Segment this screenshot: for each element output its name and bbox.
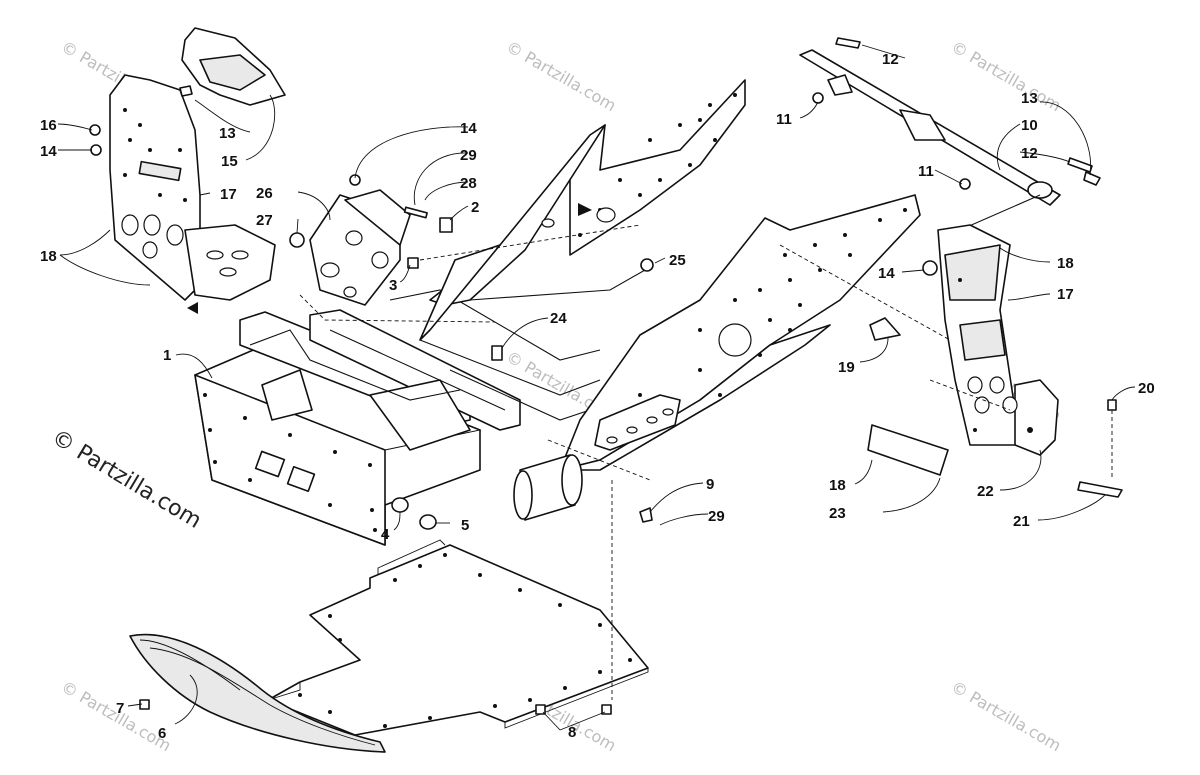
left-upper-cover <box>181 27 286 106</box>
callout-3: 3 <box>389 277 397 294</box>
right-side-rail <box>513 194 921 521</box>
callout-13b: 13 <box>1021 90 1038 107</box>
callout-17a: 17 <box>220 186 237 203</box>
left-footrest-plate <box>109 74 276 314</box>
callout-19: 19 <box>838 359 855 376</box>
misc-hardware <box>89 37 1123 715</box>
front-bulkhead <box>194 289 601 546</box>
callout-28: 28 <box>460 175 477 192</box>
callout-2: 2 <box>471 199 479 216</box>
callout-7: 7 <box>116 700 124 717</box>
callout-27: 27 <box>256 212 273 229</box>
callout-13a: 13 <box>219 125 236 142</box>
callout-14b: 14 <box>460 120 477 137</box>
callout-9: 9 <box>706 476 714 493</box>
center-bracket <box>309 189 428 306</box>
callout-4: 4 <box>381 526 390 543</box>
callout-26: 26 <box>256 185 273 202</box>
callout-11b: 11 <box>918 163 934 180</box>
front-bumper <box>129 633 386 753</box>
callout-18a: 18 <box>40 248 57 265</box>
left-side-rail <box>419 79 746 341</box>
callout-25: 25 <box>669 252 686 269</box>
belly-pan <box>267 539 649 736</box>
callout-6: 6 <box>158 725 166 742</box>
callout-24: 24 <box>550 310 567 327</box>
leader-lines <box>57 44 1136 731</box>
callout-14c: 14 <box>878 265 895 282</box>
callout-17b: 17 <box>1057 286 1074 303</box>
callout-12b: 12 <box>1021 145 1038 162</box>
callout-23: 23 <box>829 505 846 522</box>
callout-12a: 12 <box>882 51 899 68</box>
callout-numbers: 1 2 3 4 5 6 7 8 9 10 11 11 12 12 13 13 1… <box>40 51 1155 742</box>
callout-14a: 14 <box>40 143 57 160</box>
callout-10: 10 <box>1021 117 1038 134</box>
callout-1: 1 <box>163 347 171 364</box>
callout-16: 16 <box>40 117 57 134</box>
callout-11a: 11 <box>776 111 792 128</box>
callout-15: 15 <box>221 153 238 170</box>
right-footrest-plate <box>937 224 1059 456</box>
callout-22: 22 <box>977 483 994 500</box>
callout-20: 20 <box>1138 380 1155 397</box>
callout-21: 21 <box>1013 513 1030 530</box>
callout-29b: 29 <box>708 508 725 525</box>
steering-shaft <box>799 49 1061 231</box>
watermark-faint: © Partzilla.com <box>948 37 1064 115</box>
callout-8: 8 <box>568 724 576 741</box>
watermark-faint: © Partzilla.com <box>948 677 1064 755</box>
callout-18b: 18 <box>1057 255 1074 272</box>
callout-29a: 29 <box>460 147 477 164</box>
watermark-faint: © Partzilla.com <box>503 37 619 115</box>
callout-18c: 18 <box>829 477 846 494</box>
callout-5: 5 <box>461 517 469 534</box>
